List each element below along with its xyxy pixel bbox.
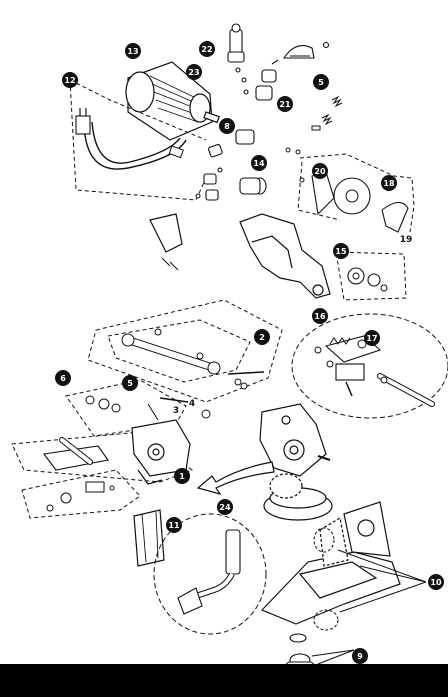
svg-text:1: 1 [179, 472, 185, 481]
callout-21: 21 [277, 96, 293, 112]
svg-text:20: 20 [314, 167, 326, 176]
assembly-arrow [196, 461, 275, 496]
svg-text:17: 17 [366, 334, 377, 343]
callout-8: 8 [219, 118, 235, 134]
detail-circle-markers [313, 527, 339, 631]
callout-16: 16 [312, 308, 328, 324]
washer-set-15 [335, 251, 407, 301]
footer-bar [0, 664, 448, 697]
callout-18: 18 [381, 175, 397, 191]
svg-text:5: 5 [318, 78, 324, 87]
svg-text:5: 5 [127, 379, 133, 388]
svg-text:14: 14 [253, 159, 265, 168]
svg-text:2: 2 [259, 333, 265, 342]
svg-text:12: 12 [64, 76, 75, 85]
callout-5-mid: 5 [122, 375, 138, 391]
label-3: 3 [173, 406, 179, 416]
svg-text:22: 22 [201, 45, 212, 54]
callout-11: 11 [166, 517, 182, 533]
svg-text:15: 15 [335, 247, 347, 256]
callout-23: 23 [186, 64, 202, 80]
saw-body-casting [149, 213, 331, 299]
label-4: 4 [189, 399, 195, 409]
callout-24: 24 [217, 499, 233, 515]
svg-text:24: 24 [219, 503, 231, 512]
callout-6: 6 [55, 370, 71, 386]
base-plate-10 [260, 501, 401, 625]
blade-guard-group [285, 147, 415, 233]
svg-text:10: 10 [430, 578, 442, 587]
svg-text:23: 23 [188, 68, 199, 77]
base-callout-leaders [337, 549, 427, 613]
callout-5-top: 5 [313, 74, 329, 90]
svg-text:18: 18 [383, 179, 395, 188]
callout-13: 13 [125, 43, 141, 59]
svg-text:13: 13 [127, 47, 138, 56]
callout-1: 1 [174, 468, 190, 484]
brush-holder-parts [227, 23, 249, 95]
callout-10: 10 [428, 574, 444, 590]
svg-text:9: 9 [357, 652, 363, 661]
part-21-group [255, 59, 279, 101]
arm-bracket-1 [131, 419, 191, 485]
callout-17: 17 [364, 330, 380, 346]
callout-12: 12 [62, 72, 78, 88]
callout-15: 15 [333, 243, 349, 259]
top-cover-part [282, 41, 330, 59]
part-8-group [195, 129, 267, 201]
power-cord-group [69, 79, 207, 201]
svg-text:4: 4 [189, 399, 195, 409]
motor-assembly [125, 61, 220, 141]
svg-text:21: 21 [279, 100, 291, 109]
detail-24 [153, 513, 267, 635]
pivot-assembly-right [259, 403, 331, 477]
svg-text:6: 6 [60, 374, 66, 383]
small-parts-3-4 [147, 397, 211, 421]
bracket-11 [133, 509, 165, 567]
svg-text:16: 16 [314, 312, 326, 321]
callout-14: 14 [251, 155, 267, 171]
svg-text:19: 19 [400, 235, 413, 245]
linkage-group-2 [87, 299, 283, 403]
gear-detail-16 [291, 313, 448, 419]
svg-text:8: 8 [224, 122, 230, 131]
callout-19: 19 [400, 235, 413, 245]
svg-text:3: 3 [173, 406, 179, 416]
callout-2: 2 [254, 329, 270, 345]
callout-20: 20 [312, 163, 328, 179]
svg-text:11: 11 [168, 521, 180, 530]
callout-22: 22 [199, 41, 215, 57]
callout-9: 9 [352, 648, 368, 664]
rotary-table [263, 473, 333, 521]
spring-parts-top [311, 95, 343, 131]
